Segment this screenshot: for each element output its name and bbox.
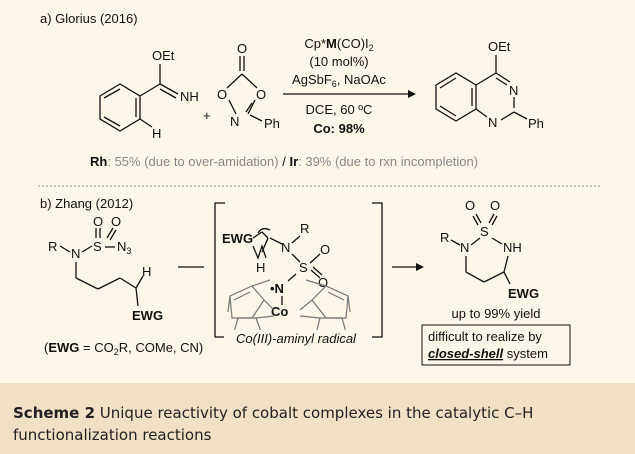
intermediate-n-top: N: [281, 240, 290, 255]
intermediate-r: R: [300, 221, 309, 236]
intermediate-s: S: [299, 260, 308, 275]
reactant-imidate: OEt NH H: [99, 48, 199, 141]
closed-shell-line2: closed-shell system: [428, 346, 548, 361]
sulfamide-nh: NH: [503, 240, 522, 255]
condition-additive: AgSbF6, NaOAc: [292, 72, 386, 89]
caption-text: Unique reactivity of cobalt complexes in…: [13, 404, 534, 444]
product-sulfamide: O O S R N NH EWG up to 99% yield: [440, 198, 540, 321]
quinazoline-n1: N: [509, 83, 518, 98]
imidate-oet: OEt: [152, 48, 175, 63]
closed-shell-note-box: difficult to realize by closed-shell sys…: [421, 324, 571, 366]
azide-o2: O: [111, 214, 121, 229]
sulfamide-n: N: [460, 240, 469, 255]
section-b-title: b) Zhang (2012): [40, 196, 133, 211]
dioxazolone-o-top: O: [237, 41, 247, 56]
imidate-nh: NH: [180, 89, 199, 104]
condition-catalyst: Cp*M(CO)I2: [304, 36, 373, 53]
dioxazolone-o-right: O: [256, 87, 266, 102]
sulfamide-yield: up to 99% yield: [452, 306, 541, 321]
intermediate-co: Co: [271, 304, 288, 319]
azide-s: S: [93, 239, 102, 254]
intermediate-ewg: EWG: [222, 231, 253, 246]
dioxazolone-n: N: [230, 114, 239, 129]
bracket-left: [214, 202, 225, 338]
bracket-right: [372, 202, 383, 338]
cobalt-aminyl-intermediate: EWG H N R S O O •N Co: [222, 221, 368, 346]
azide-o1: O: [93, 214, 103, 229]
imidate-h: H: [152, 126, 161, 141]
azide-h: H: [142, 264, 151, 279]
intermediate-h: H: [256, 260, 265, 275]
sulfamide-r: R: [440, 230, 449, 245]
azide-n3: N3: [117, 239, 131, 256]
caption-panel: [0, 383, 635, 454]
sulfamide-ewg: EWG: [508, 286, 539, 301]
metal-comparison-note: Rh: 55% (due to over-amidation) / Ir: 39…: [90, 154, 478, 169]
plus-sign: +: [203, 108, 211, 123]
scheme-panel: [0, 0, 635, 383]
dioxazolone-ph: Ph: [264, 116, 280, 131]
quinazoline-ph: Ph: [528, 116, 544, 131]
sulfamide-s: S: [480, 224, 489, 239]
azide-n: N: [71, 246, 80, 261]
reactant-dioxazolone: O O O N Ph: [217, 41, 280, 131]
scheme-caption: Scheme 2 Unique reactivity of cobalt com…: [13, 402, 625, 446]
intermediate-o2: O: [318, 275, 328, 290]
ewg-definition: (EWG = CO2R, COMe, CN): [44, 340, 203, 357]
closed-shell-line1: difficult to realize by: [428, 329, 542, 344]
intermediate-n-radical: •N: [270, 281, 284, 296]
section-a-title: a) Glorius (2016): [40, 11, 138, 26]
condition-loading: (10 mol%): [309, 54, 368, 69]
caption-label: Scheme 2: [13, 404, 96, 422]
intermediate-o1: O: [320, 242, 330, 257]
quinazoline-n2: N: [488, 115, 497, 130]
dioxazolone-o-left: O: [217, 87, 227, 102]
scheme-drawing: a) Glorius (2016) OEt NH H + O O O N Ph …: [38, 11, 600, 366]
azide-ewg: EWG: [132, 308, 163, 323]
quinazoline-oet: OEt: [488, 39, 511, 54]
arrow-to-product: [392, 263, 424, 271]
intermediate-label: Co(III)-aminyl radical: [236, 331, 357, 346]
sulfamide-o2: O: [490, 198, 500, 213]
reaction-conditions-a: Cp*M(CO)I2 (10 mol%) AgSbF6, NaOAc DCE, …: [283, 36, 416, 136]
condition-co-yield: Co: 98%: [313, 121, 365, 136]
sulfamoyl-azide: R N S O O N3 H EWG: [48, 214, 163, 323]
product-quinazoline: OEt N N Ph: [435, 39, 544, 131]
sulfamide-o1: O: [465, 198, 475, 213]
azide-r: R: [48, 239, 57, 254]
condition-solvent: DCE, 60 ºC: [306, 102, 373, 117]
